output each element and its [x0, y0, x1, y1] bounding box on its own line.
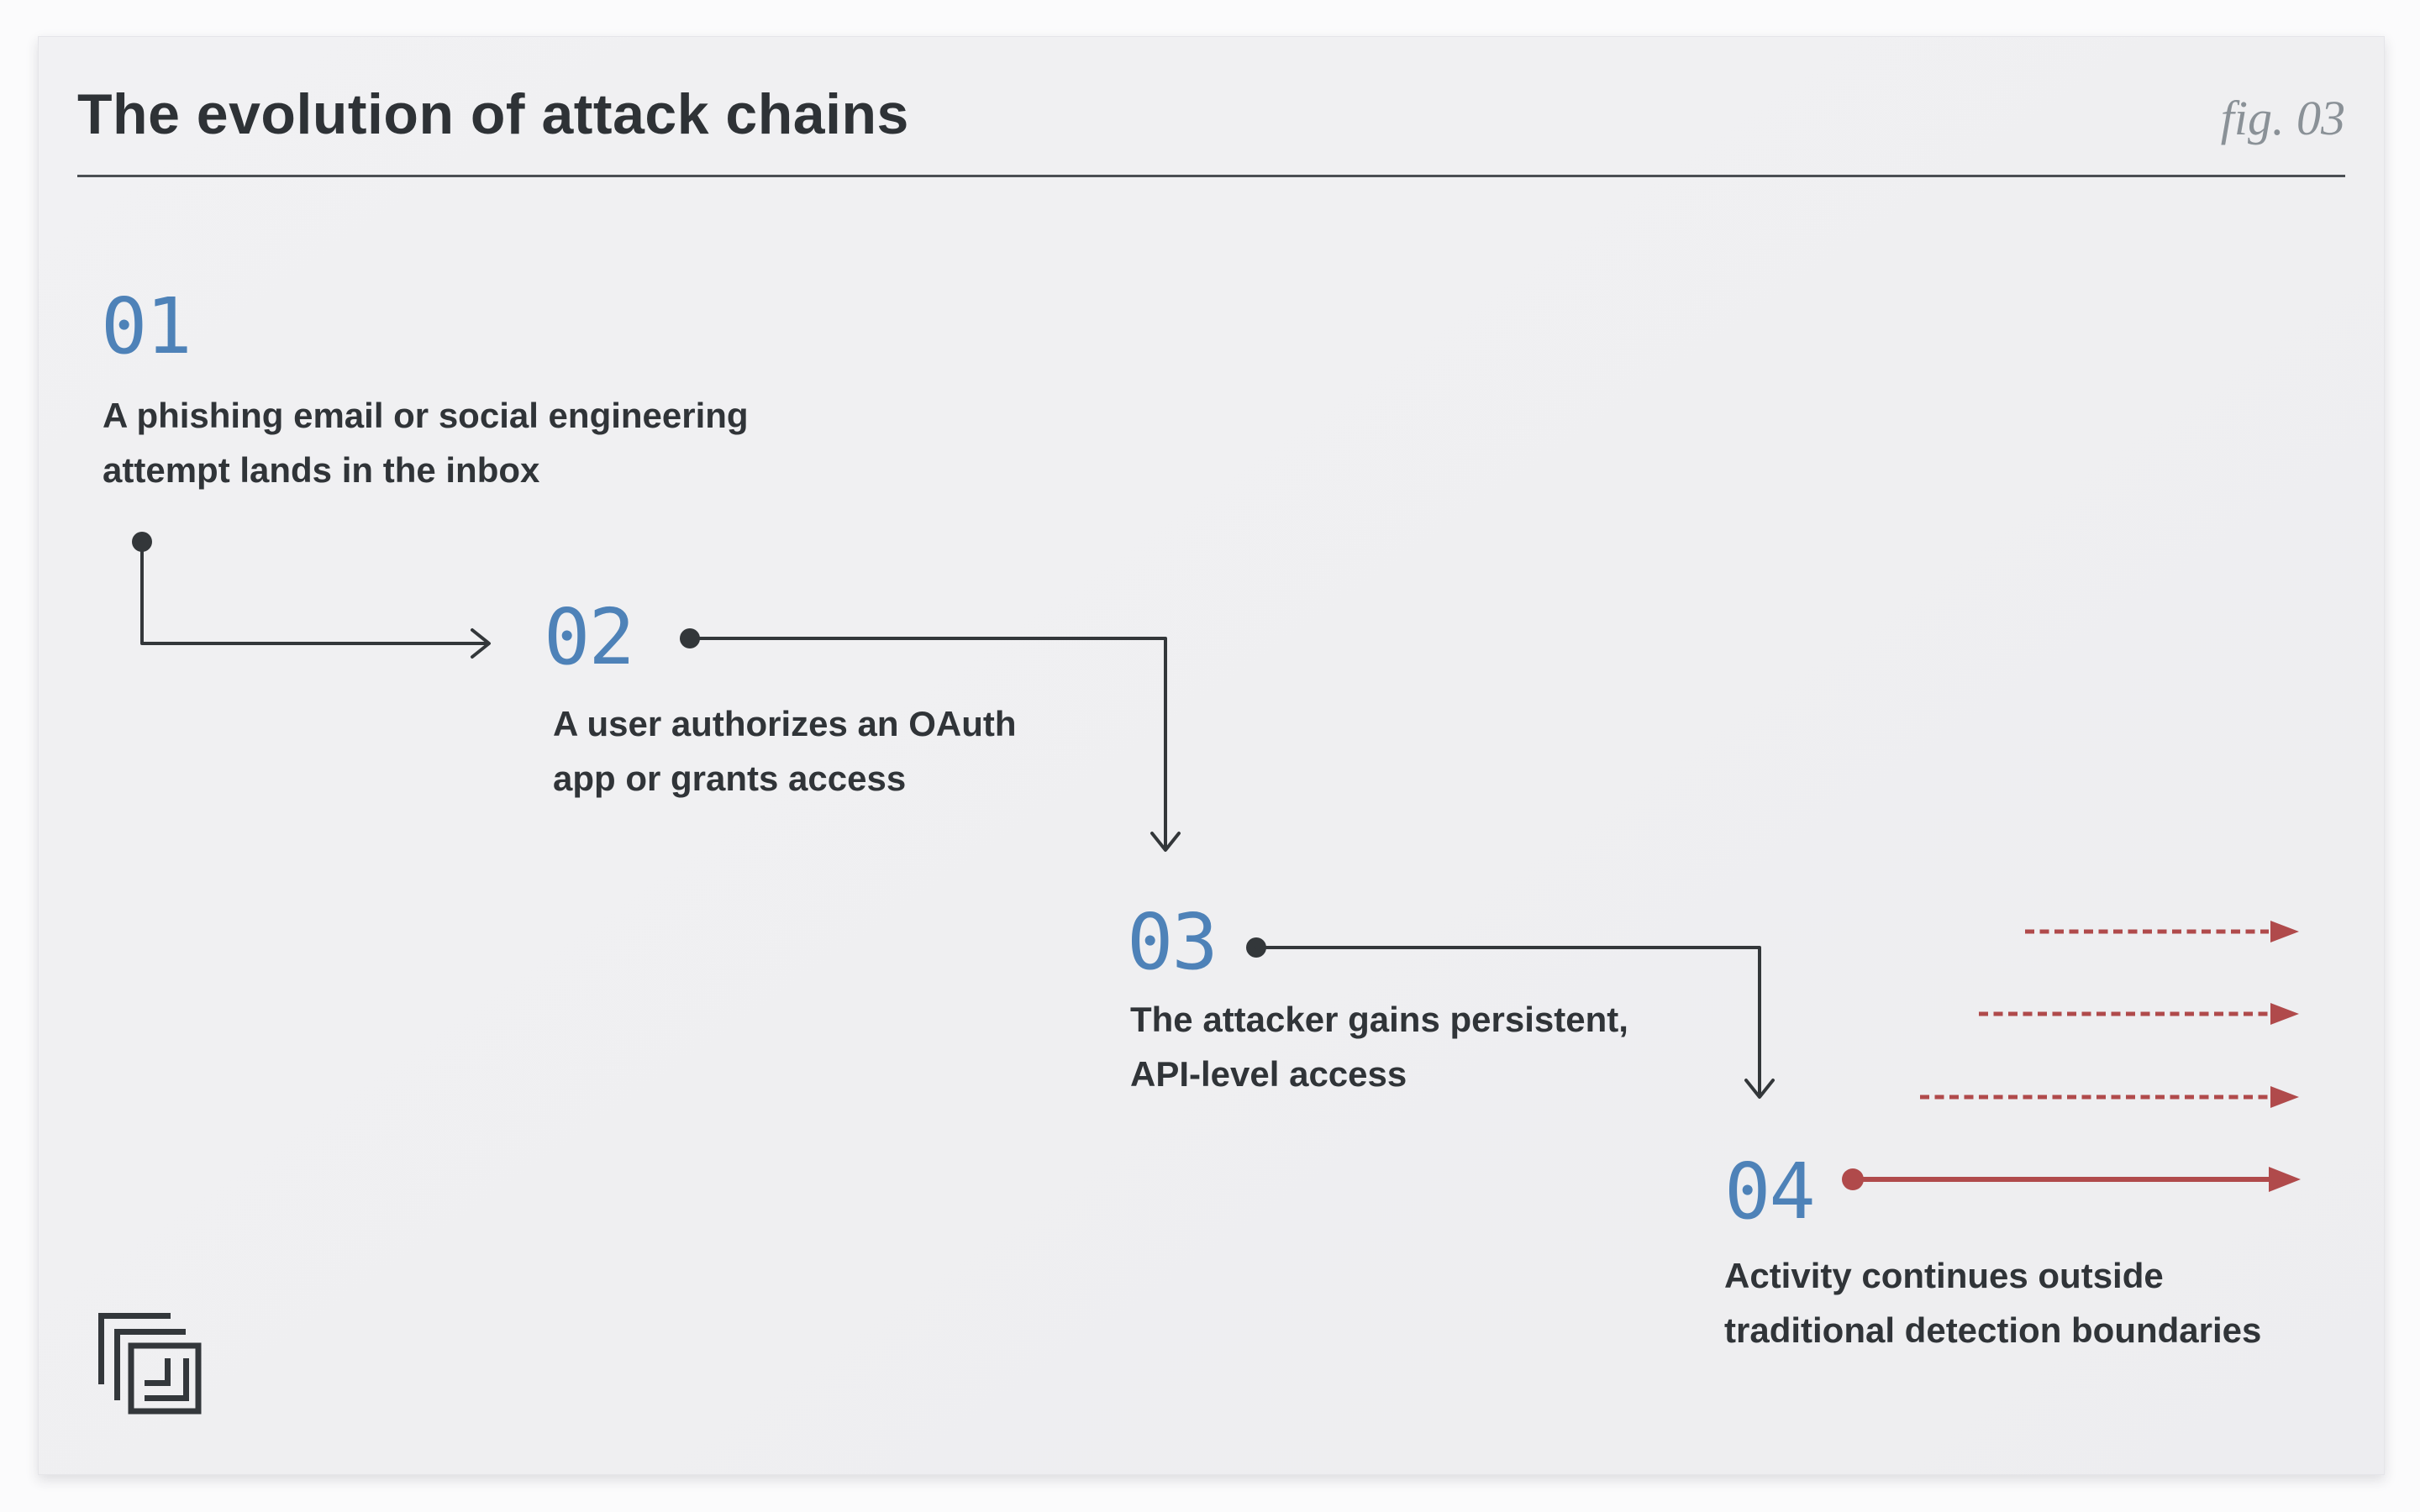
- step-02-line-2: app or grants access: [553, 759, 907, 798]
- step-03-description: The attacker gains persistent, API-level…: [1130, 992, 1628, 1101]
- step-02-line-1: A user authorizes an OAuth: [553, 704, 1017, 743]
- layered-frames-logo-icon: [98, 1313, 202, 1415]
- step-04-line-1: Activity continues outside: [1724, 1256, 2164, 1295]
- step-01-line-2: attempt lands in the inbox: [103, 450, 540, 490]
- figure-card: [38, 36, 2385, 1475]
- step-03-number: 03: [1127, 897, 1218, 987]
- step-04-description: Activity continues outside traditional d…: [1724, 1248, 2261, 1357]
- step-03-line-2: API-level access: [1130, 1054, 1407, 1094]
- figure-number-label: fig. 03: [2220, 91, 2345, 145]
- step-04-number: 04: [1724, 1147, 1816, 1236]
- step-01-number: 01: [101, 281, 192, 371]
- title-divider: [77, 175, 2345, 177]
- step-02-number: 02: [544, 592, 635, 682]
- step-04-line-2: traditional detection boundaries: [1724, 1310, 2262, 1350]
- step-01-line-1: A phishing email or social engineering: [103, 396, 749, 435]
- step-03-line-1: The attacker gains persistent,: [1130, 1000, 1628, 1039]
- step-01-description: A phishing email or social engineering a…: [103, 388, 749, 497]
- page-title: The evolution of attack chains: [77, 82, 909, 146]
- step-02-description: A user authorizes an OAuth app or grants…: [553, 696, 1017, 806]
